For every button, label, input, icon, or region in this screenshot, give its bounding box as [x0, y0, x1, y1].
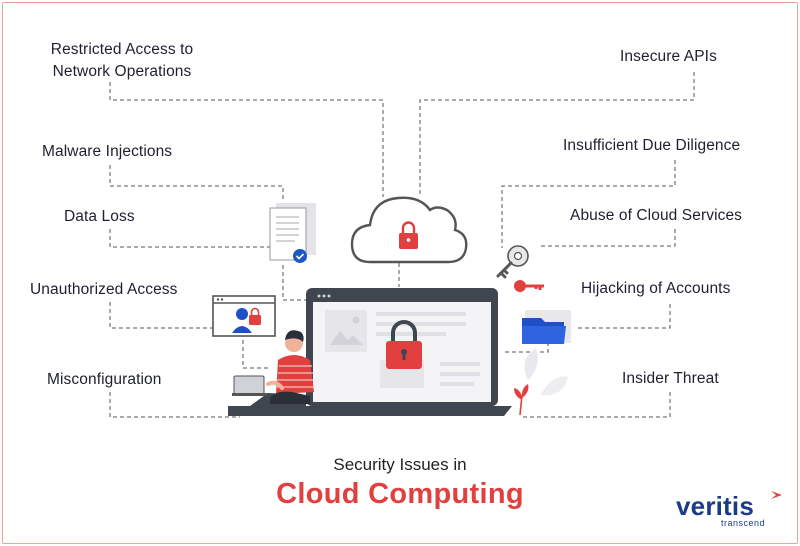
label-insider-threat: Insider Threat [622, 370, 719, 387]
title-line-1: Security Issues in [333, 455, 467, 474]
label-malware-injections: Malware Injections [42, 143, 173, 160]
logo-swoosh-icon [771, 491, 782, 499]
laptop-icon [290, 288, 512, 416]
logo-name: veritis [676, 491, 755, 521]
label-hijacking-accounts: Hijacking of Accounts [581, 280, 731, 297]
person-illustration [228, 330, 314, 416]
label-abuse-cloud-services: Abuse of Cloud Services [570, 207, 743, 224]
label-insecure-apis: Insecure APIs [620, 48, 717, 65]
connector-misconfiguration [109, 392, 240, 418]
connector-doc-laptop [282, 265, 306, 301]
label-unauthorized-access: Unauthorized Access [30, 281, 178, 298]
connector-hijacking [575, 304, 671, 329]
label-data-loss: Data Loss [64, 208, 135, 225]
connector-insecure-apis [419, 72, 695, 197]
veritis-logo: veritis transcend [676, 491, 782, 528]
title-line-2: Cloud Computing [276, 478, 524, 510]
logo-tagline: transcend [721, 518, 766, 528]
label-insufficient-due-diligence: Insufficient Due Diligence [563, 137, 741, 154]
cloud-icon [350, 196, 468, 264]
browser-window-icon [212, 295, 276, 337]
folder-icon [522, 310, 571, 344]
connector-restricted-access [109, 82, 384, 197]
connector-data-loss [109, 229, 270, 248]
connector-malware [109, 165, 284, 200]
connector-unauthorized [109, 302, 213, 329]
connector-folder-laptop [502, 342, 549, 353]
keys-icon [496, 245, 544, 292]
document-icon [269, 203, 316, 263]
connector-browser-laptop [242, 333, 268, 369]
connector-due-diligence [501, 160, 676, 248]
connector-insider [520, 392, 671, 418]
connector-abuse [540, 229, 676, 247]
plant-icon [514, 348, 568, 416]
label-misconfiguration: Misconfiguration [47, 371, 162, 388]
label-restricted-access: Restricted Access to Network Operations [50, 41, 194, 80]
